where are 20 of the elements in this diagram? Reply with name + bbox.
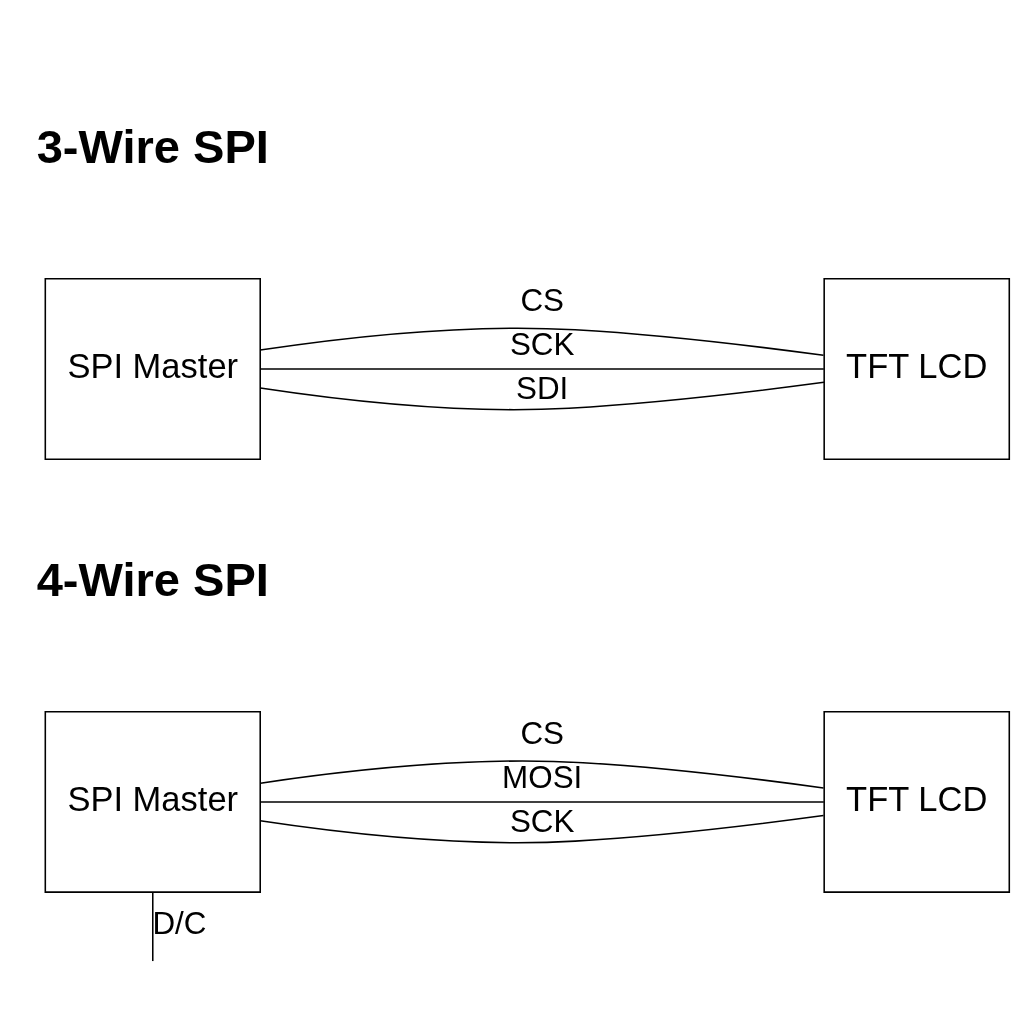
edge-label: CS: [520, 282, 564, 318]
edge-label: SDI: [516, 370, 569, 406]
edge-label: D/C: [152, 905, 207, 941]
connector: [151, 891, 154, 962]
edge-label: MOSI: [502, 759, 583, 795]
label: 3-Wire SPI: [36, 119, 269, 173]
node-box: SPI Master: [44, 710, 261, 893]
node-box: TFT LCD: [823, 277, 1011, 460]
connector: [259, 759, 825, 789]
label: 4-Wire SPI: [36, 552, 269, 606]
connector: [259, 367, 825, 370]
connector: [259, 814, 825, 843]
connector: [259, 326, 825, 356]
connector: [259, 381, 825, 410]
edge-label: CS: [520, 715, 564, 751]
node-box: SPI Master: [44, 277, 261, 460]
node-box: TFT LCD: [823, 710, 1011, 893]
connector: [259, 800, 825, 803]
edge-label: SCK: [509, 326, 575, 362]
edge-label: SCK: [509, 803, 575, 839]
